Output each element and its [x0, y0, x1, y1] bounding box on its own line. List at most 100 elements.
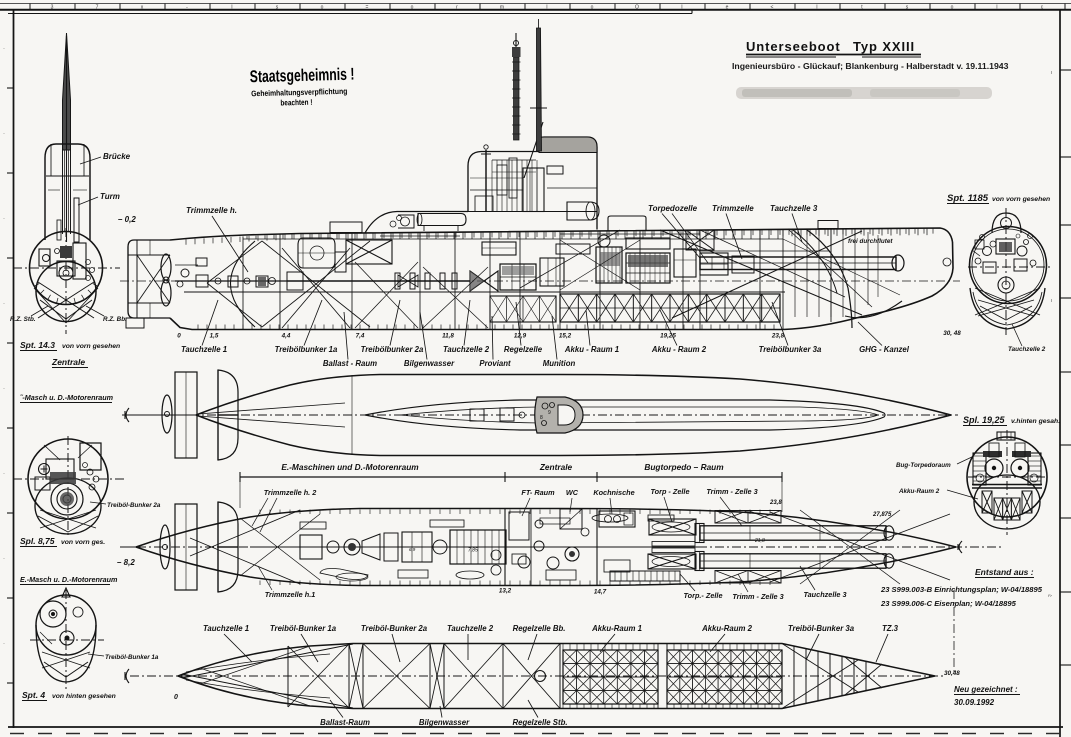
svg-text:WC: WC: [566, 488, 579, 497]
svg-text:Trimmzelle h.: Trimmzelle h.: [186, 206, 237, 215]
svg-text:s: s: [906, 5, 909, 11]
svg-text:Entstand aus :: Entstand aus :: [975, 567, 1034, 577]
svg-text:Torp.- Zelle: Torp.- Zelle: [683, 591, 722, 600]
svg-text:Unterseeboot: Unterseeboot: [746, 39, 841, 54]
svg-text:Tauchzelle 2: Tauchzelle 2: [443, 345, 490, 354]
svg-text:3: 3: [51, 5, 54, 11]
svg-text:23,8: 23,8: [769, 500, 782, 506]
svg-text:7: 7: [96, 5, 99, 11]
svg-text:·: ·: [3, 301, 5, 307]
svg-text:14,7: 14,7: [594, 589, 607, 596]
svg-text:Regelzelle: Regelzelle: [504, 345, 543, 354]
svg-text:·: ·: [3, 216, 5, 222]
svg-text:·: ·: [3, 46, 5, 52]
svg-text:Geheimhaltungsverpflichtung: Geheimhaltungsverpflichtung: [251, 86, 348, 98]
svg-text:Trimmzelle: Trimmzelle: [712, 204, 754, 213]
svg-text:R.Z. Bb.: R.Z. Bb.: [103, 316, 127, 323]
svg-text:Treiböl-Bunker 2a: Treiböl-Bunker 2a: [107, 502, 161, 509]
svg-text:o: o: [321, 5, 324, 11]
svg-text:I: I: [816, 5, 817, 11]
svg-text:m: m: [500, 5, 504, 11]
svg-text:Akku-Raum 2: Akku-Raum 2: [898, 488, 940, 495]
svg-text:23,8: 23,8: [771, 333, 785, 340]
svg-text:·: ·: [3, 386, 5, 392]
svg-text:8: 8: [540, 415, 543, 421]
svg-text:GHG - Kanzel: GHG - Kanzel: [859, 345, 910, 354]
svg-text:von vorn gesehen: von vorn gesehen: [992, 196, 1050, 203]
svg-text:7,4: 7,4: [356, 333, 365, 340]
svg-text:– 8,2: – 8,2: [117, 558, 135, 567]
svg-text:ι: ι: [1051, 298, 1053, 304]
svg-text:Torpedozelle: Torpedozelle: [648, 204, 698, 213]
svg-text:6,9: 6,9: [409, 547, 416, 552]
svg-text:1,5: 1,5: [210, 333, 219, 340]
svg-text:=: =: [366, 5, 369, 11]
svg-text:Tauchzelle 1: Tauchzelle 1: [203, 624, 249, 633]
svg-text:19,25: 19,25: [660, 333, 676, 340]
svg-text:Tauchzelle 2: Tauchzelle 2: [447, 624, 494, 633]
svg-text:O: O: [635, 5, 639, 11]
svg-text:Treiböl-Bunker 1a: Treiböl-Bunker 1a: [270, 624, 337, 633]
svg-text:I: I: [231, 5, 232, 11]
svg-text:Tauchzelle 3: Tauchzelle 3: [803, 590, 846, 599]
svg-text:– 0,2: – 0,2: [118, 215, 136, 224]
svg-text:Tauchzelle 2: Tauchzelle 2: [1008, 346, 1046, 353]
svg-text:Proviant: Proviant: [479, 359, 511, 368]
svg-text:·: ·: [3, 556, 5, 562]
svg-text:frei durchflutet: frei durchflutet: [848, 238, 893, 245]
svg-text:r: r: [456, 5, 458, 11]
svg-text:Trimmzelle h.1: Trimmzelle h.1: [265, 590, 316, 599]
svg-text:Kochnische: Kochnische: [593, 488, 634, 497]
svg-text:·: ·: [3, 641, 5, 647]
svg-text:11,8: 11,8: [442, 333, 454, 340]
svg-text:von hinten gesehen: von hinten gesehen: [52, 693, 116, 700]
svg-text:Zentrale: Zentrale: [539, 462, 573, 472]
svg-text:30.09.1992: 30.09.1992: [954, 698, 995, 707]
svg-text:s: s: [276, 5, 279, 11]
svg-text:ι: ι: [1051, 70, 1053, 76]
svg-text:30,48: 30,48: [944, 670, 960, 677]
svg-text:Regelzelle Bb.: Regelzelle Bb.: [513, 624, 566, 633]
svg-text:·: ·: [3, 471, 5, 477]
svg-text:Bilgenwasser: Bilgenwasser: [419, 718, 470, 727]
svg-text:·: ·: [3, 131, 5, 137]
svg-text:Trimm - Zelle 3: Trimm - Zelle 3: [732, 592, 783, 601]
svg-text:Tauchzelle 1: Tauchzelle 1: [181, 345, 227, 354]
svg-text:Akku-Raum 1: Akku-Raum 1: [591, 624, 642, 633]
svg-text:15,2: 15,2: [559, 333, 572, 340]
svg-text:Brücke: Brücke: [103, 152, 131, 161]
svg-text:Spt. 14.3: Spt. 14.3: [20, 340, 55, 350]
svg-text:Staatsgeheimnis !: Staatsgeheimnis !: [250, 66, 355, 87]
svg-text:Treibölbunker 2a: Treibölbunker 2a: [361, 345, 424, 354]
svg-text:27,875: 27,875: [872, 512, 892, 518]
svg-text:0: 0: [174, 694, 178, 701]
svg-text:I: I: [546, 5, 547, 11]
svg-text:E.-Maschinen und D.-Motorenrau: E.-Maschinen und D.-Motorenraum: [281, 462, 419, 472]
svg-text:30, 48: 30, 48: [943, 330, 961, 337]
svg-text:E.-Masch u. D.-Motorenraum: E.-Masch u. D.-Motorenraum: [20, 575, 118, 584]
svg-text:TZ.3: TZ.3: [882, 624, 899, 633]
svg-text:Treiböl-Bunker 1a: Treiböl-Bunker 1a: [105, 654, 159, 661]
svg-text:0: 0: [177, 333, 181, 340]
svg-text:Zentrale: Zentrale: [51, 357, 85, 367]
svg-text:Fr: Fr: [1048, 593, 1052, 598]
svg-text:21,8: 21,8: [754, 538, 765, 544]
svg-text:Typ XXIII: Typ XXIII: [853, 39, 915, 54]
svg-text:I: I: [681, 5, 682, 11]
svg-text:9: 9: [548, 410, 551, 416]
svg-text:13,2: 13,2: [499, 588, 512, 595]
svg-text:Spt. 4: Spt. 4: [22, 690, 45, 700]
svg-text:o: o: [591, 5, 594, 11]
svg-text:v.hinten gesah.: v.hinten gesah.: [1011, 418, 1060, 425]
svg-text:Torp - Zelle: Torp - Zelle: [650, 487, 689, 496]
svg-text:von vorn ges.: von vorn ges.: [61, 539, 105, 546]
svg-text:<: <: [771, 5, 774, 11]
svg-text:7,85: 7,85: [468, 548, 478, 554]
svg-text:Trimmzelle h. 2: Trimmzelle h. 2: [264, 488, 317, 497]
svg-text:-: -: [186, 5, 188, 11]
svg-text:o: o: [411, 5, 414, 11]
svg-text:Akku - Raum 2: Akku - Raum 2: [651, 345, 707, 354]
svg-text:FT- Raum: FT- Raum: [521, 488, 555, 497]
svg-text:Treiböl-Bunker 3a: Treiböl-Bunker 3a: [788, 624, 855, 633]
svg-text:Bugtorpedo – Raum: Bugtorpedo – Raum: [644, 462, 724, 472]
